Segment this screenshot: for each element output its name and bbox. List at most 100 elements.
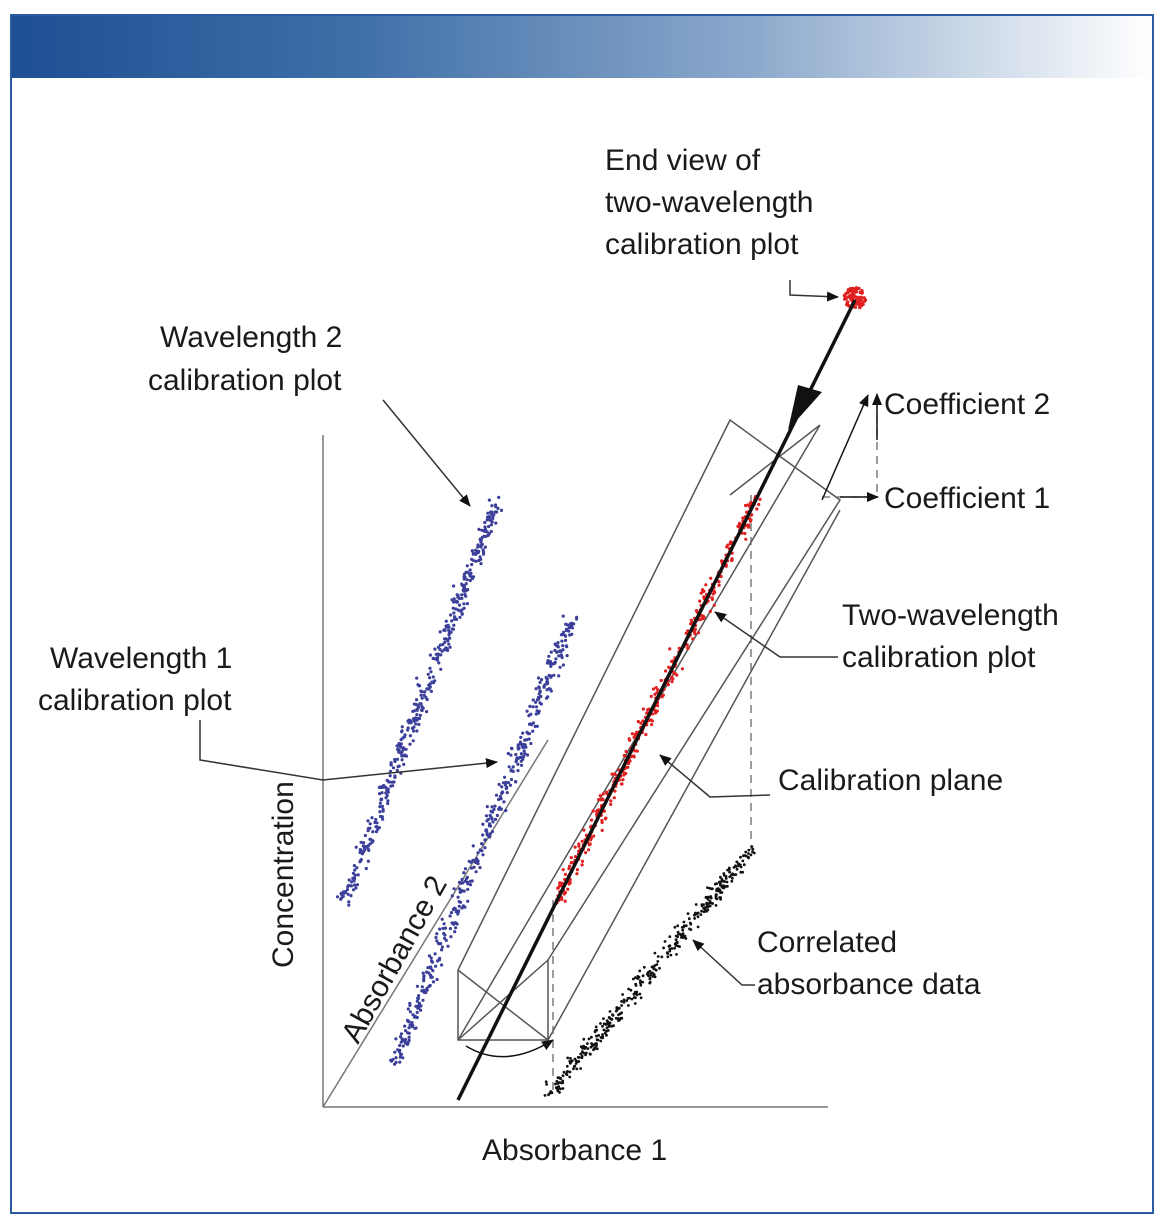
correlated-point: [614, 1016, 618, 1020]
wl2-point: [380, 785, 384, 790]
wl1-point: [549, 664, 553, 669]
wl2-point: [392, 780, 396, 784]
correlated-point: [751, 847, 755, 851]
correlated-point: [599, 1039, 603, 1043]
correlated-point: [559, 1077, 562, 1081]
wl1-point: [434, 935, 438, 940]
wl2-point: [350, 880, 354, 884]
wl1-point: [411, 1013, 415, 1017]
figure-frame: [10, 14, 1154, 1214]
coefficient-arrows: [821, 393, 882, 502]
two-wl-point: [675, 673, 679, 677]
correlated-point: [680, 936, 683, 939]
two-wl-point: [650, 719, 655, 723]
correlated-point: [739, 855, 742, 859]
correlated-point: [627, 987, 630, 991]
wl2-point: [452, 611, 456, 615]
correlated-point: [626, 997, 630, 1000]
two-wl-point: [712, 589, 716, 593]
two-wl-point: [720, 559, 724, 563]
correlated-point: [622, 1000, 626, 1004]
wl2-point: [460, 612, 464, 616]
end-view-point: [859, 295, 864, 299]
two-wl-point: [633, 749, 637, 753]
wl1-point: [483, 846, 487, 850]
correlated-label-1: Correlated: [757, 926, 897, 959]
correlated-point: [562, 1070, 566, 1074]
correlated-point: [589, 1052, 592, 1056]
two-wl-point: [599, 798, 603, 802]
wl1-point: [422, 974, 426, 979]
correlated-point: [568, 1070, 572, 1074]
wl2-point: [460, 583, 464, 587]
wl1-point: [480, 849, 484, 853]
correlated-point: [699, 913, 703, 916]
two-wl-point: [692, 630, 697, 634]
end-view-point: [860, 291, 864, 295]
two-wl-point: [612, 796, 616, 800]
wl1-point: [528, 722, 532, 726]
two-wl-point: [702, 595, 706, 599]
correlated-point: [684, 937, 688, 940]
wl1-point: [398, 1035, 403, 1039]
two-wl-point: [598, 794, 602, 798]
correlated-point: [595, 1044, 598, 1048]
correlated-point: [586, 1042, 589, 1045]
correlated-point: [554, 1086, 558, 1090]
two-wl-point: [701, 590, 705, 594]
wl2-point: [445, 647, 449, 651]
wl2-point: [371, 830, 375, 834]
wl1-point: [504, 808, 508, 813]
correlated-point: [607, 1022, 611, 1026]
wl1-point: [460, 877, 464, 882]
correlated-point: [676, 930, 680, 934]
wl2-point: [464, 594, 468, 598]
correlated-point: [637, 975, 641, 979]
two-wl-point: [653, 692, 657, 696]
correlated-point: [739, 865, 743, 869]
wl1-point: [435, 932, 439, 936]
wl1-point: [500, 791, 504, 796]
wl2-point: [428, 676, 432, 680]
end-view-point: [855, 295, 859, 299]
correlated-point: [627, 1004, 630, 1007]
wl1-point: [565, 654, 569, 658]
correlated-point: [545, 1083, 548, 1086]
wl1-point: [509, 777, 514, 782]
correlated-point: [694, 903, 698, 906]
wl1-point: [430, 975, 434, 979]
two-wl-point: [672, 671, 676, 675]
two-wl-point: [686, 646, 690, 650]
wl2-point: [468, 568, 472, 572]
wl2-point: [347, 903, 351, 907]
wl1-point: [514, 780, 518, 784]
wl2-point: [483, 529, 488, 533]
wl1-point: [547, 654, 551, 658]
wl2-point: [460, 608, 464, 612]
wl1-point: [472, 865, 476, 869]
correlated-point: [673, 942, 677, 946]
correlated-point: [715, 889, 718, 893]
wl2-point: [370, 816, 374, 820]
correlated-point: [581, 1050, 584, 1054]
two-wl-point: [667, 665, 671, 669]
correlated-point: [674, 938, 678, 942]
wl2-point: [452, 600, 456, 604]
wl2-point: [411, 739, 415, 743]
wl1-point: [564, 644, 568, 648]
wl2-point: [476, 543, 480, 547]
correlated-point: [620, 1016, 624, 1020]
correlated-point: [632, 996, 636, 999]
wl2-point: [487, 524, 491, 529]
wl2-point: [339, 897, 343, 901]
correlated-point: [652, 967, 656, 971]
correlated-point: [680, 934, 683, 937]
wl2-point: [443, 628, 447, 633]
correlated-point: [714, 893, 718, 897]
wl2-point: [478, 555, 482, 559]
two-wl-point: [641, 719, 645, 723]
wl1-point: [463, 905, 467, 909]
wl2-point: [489, 519, 493, 523]
two-wl-point: [666, 683, 671, 687]
wl1-point: [437, 942, 441, 946]
